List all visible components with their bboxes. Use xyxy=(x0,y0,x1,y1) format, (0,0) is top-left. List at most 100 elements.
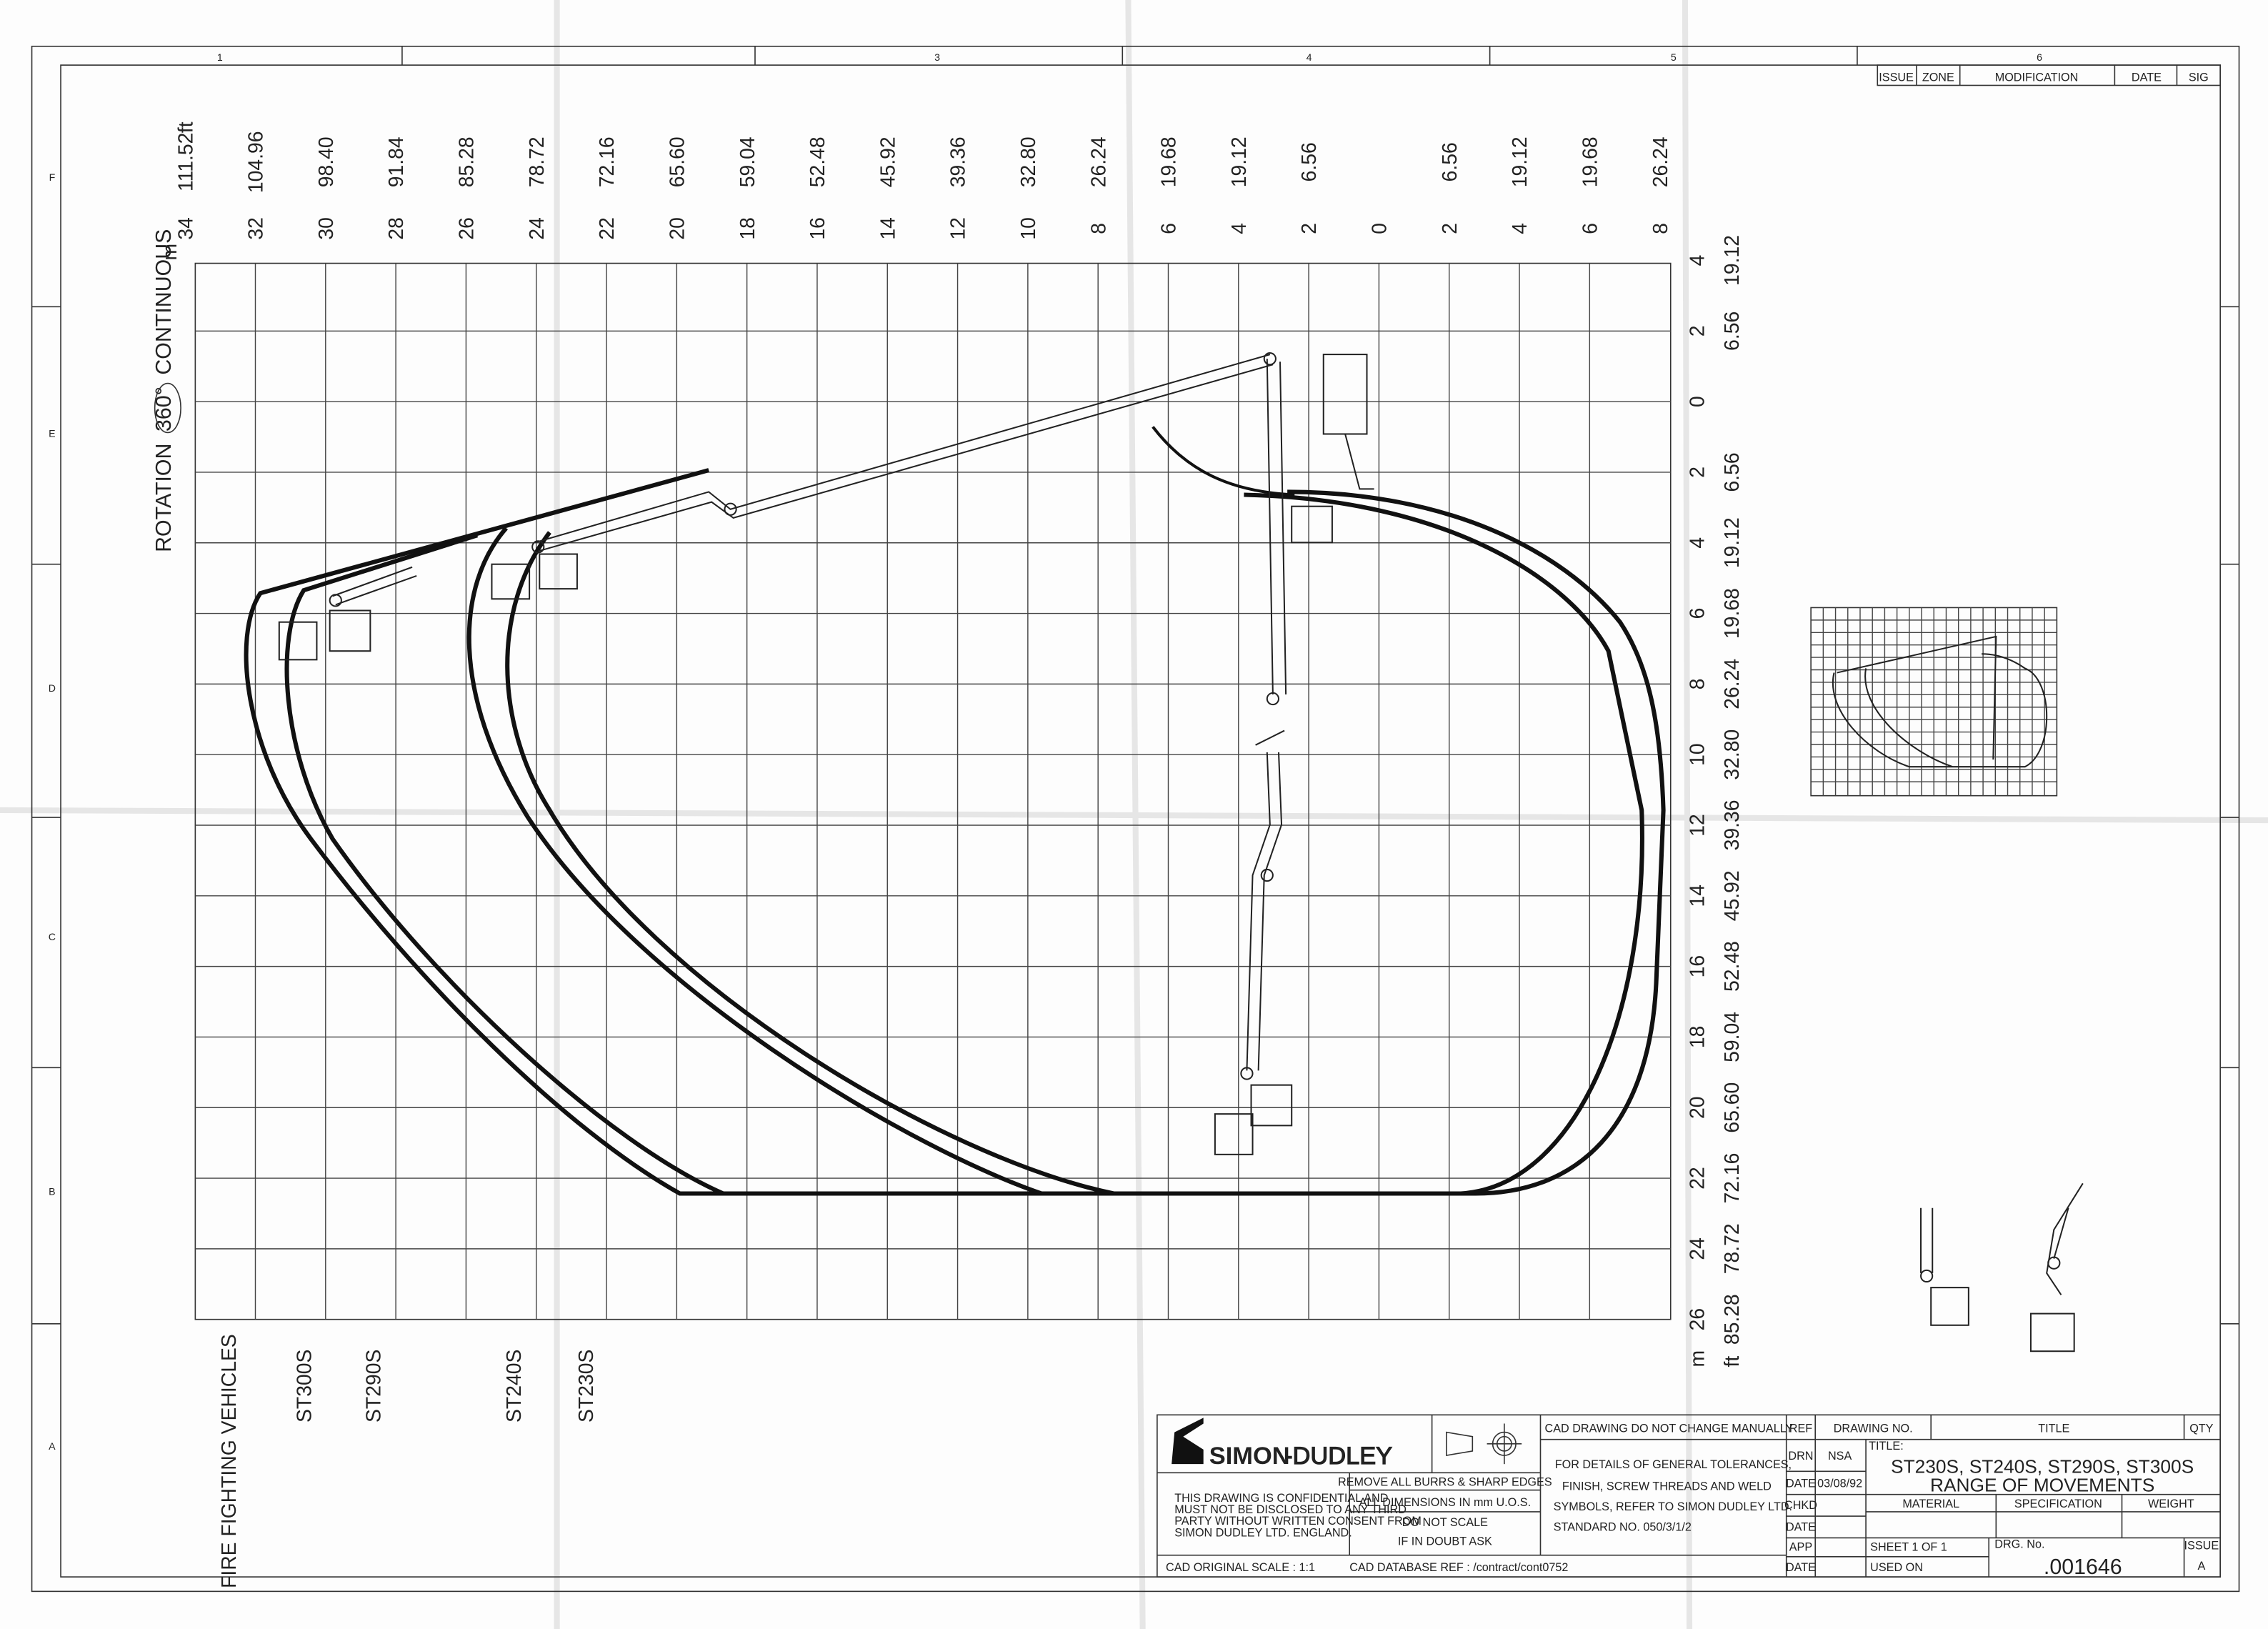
envelope-st300s xyxy=(244,468,1666,1196)
issue-value: A xyxy=(2197,1560,2205,1573)
top-axis-ft-tick: 19.12 xyxy=(1509,136,1532,187)
top-axis-ft-tick: 19.12 xyxy=(1228,136,1251,187)
drawing-number: .001646 xyxy=(2044,1555,2122,1579)
revision-header-modification: MODIFICATION xyxy=(1995,71,2079,84)
top-axis-m-tick: 16 xyxy=(806,217,829,240)
specification-label: SPECIFICATION xyxy=(2014,1498,2102,1510)
drawing-subtitle: RANGE OF MOVEMENTS xyxy=(1930,1475,2154,1496)
right-axis-ft-tick: 19.12 xyxy=(1721,517,1744,568)
platform-basket xyxy=(1291,505,1333,544)
doubt-note: IF IN DOUBT ASK xyxy=(1398,1535,1492,1548)
date-label: DATE xyxy=(1786,1520,1816,1533)
confidential-note: PARTY WITHOUT WRITTEN CONSENT FROM xyxy=(1174,1515,1422,1528)
issue-label: ISSUE xyxy=(2184,1540,2219,1553)
right-axis-m-tick: 22 xyxy=(1686,1167,1709,1190)
top-axis-m-tick: 8 xyxy=(1087,223,1110,234)
title-block: SIMON -DUDLEY THIS DRAWING IS CONFIDENTI… xyxy=(1157,1414,2221,1579)
svg-text:SIMON: SIMON xyxy=(1209,1443,1290,1470)
details-note: FOR DETAILS OF GENERAL TOLERANCES, xyxy=(1555,1458,1792,1471)
remove-burrs-note: REMOVE ALL BURRS & SHARP EDGES xyxy=(1338,1476,1552,1489)
company-logo: SIMON -DUDLEY xyxy=(1172,1418,1393,1470)
top-axis-ft-tick: 26.24 xyxy=(1649,136,1672,187)
platform-basket xyxy=(539,553,578,590)
column-label: 6 xyxy=(2037,52,2042,64)
right-axis-m-tick: 24 xyxy=(1686,1237,1709,1260)
reach-envelopes xyxy=(244,426,1666,1196)
right-axis-m-tick: 12 xyxy=(1686,814,1709,837)
sheet-number: SHEET 1 OF 1 xyxy=(1870,1541,1947,1554)
top-axis-ft-tick: 104.96 xyxy=(245,131,268,193)
top-axis-m-tick: 10 xyxy=(1017,217,1040,240)
top-axis-m-tick: 34 xyxy=(174,217,197,240)
top-axis-m-tick: 4 xyxy=(1509,223,1532,234)
app-label: APP xyxy=(1789,1541,1812,1554)
ref-label: REF xyxy=(1789,1423,1812,1435)
right-axis-ft-tick: 32.80 xyxy=(1721,729,1744,780)
vehicle-labels: FIRE FIGHTING VEHICLES ST300S ST290S ST2… xyxy=(218,1334,598,1588)
envelope-st230s xyxy=(505,531,1114,1196)
column-label: 5 xyxy=(1671,52,1677,64)
row-label: F xyxy=(49,172,56,184)
details-note: STANDARD NO. 050/3/1/2 xyxy=(1554,1520,1692,1533)
platform-basket xyxy=(329,609,371,652)
top-axis-m-tick: 2 xyxy=(1439,223,1462,234)
right-axis-ft-tick: 19.12 xyxy=(1721,235,1744,286)
right-axis-m-tick: 26 xyxy=(1686,1308,1709,1331)
top-axis-m-tick: 12 xyxy=(947,217,970,240)
boom-positions xyxy=(278,352,1374,1155)
model-label-st300s: ST300S xyxy=(293,1350,316,1423)
right-axis-m-tick: 18 xyxy=(1686,1026,1709,1049)
top-axis-ft-tick: 45.92 xyxy=(876,136,899,187)
top-axis-ft-tick: 52.48 xyxy=(806,136,829,187)
right-axis-ft-tick: 6.56 xyxy=(1721,452,1744,492)
platform-basket xyxy=(278,621,318,661)
revision-header-sig: SIG xyxy=(2189,71,2209,84)
right-axis-ft-tick: 85.28 xyxy=(1721,1294,1744,1345)
top-axis-ft-tick: 26.24 xyxy=(1087,136,1110,187)
projection-symbol xyxy=(1446,1423,1522,1465)
top-axis-m-tick: 22 xyxy=(596,217,619,240)
revision-table: ISSUE ZONE MODIFICATION DATE SIG xyxy=(1877,64,2221,86)
top-axis-ft-tick: 65.60 xyxy=(666,136,689,187)
right-axis-ft-tick: 72.16 xyxy=(1721,1153,1744,1204)
revision-header-zone: ZONE xyxy=(1922,71,1954,84)
rotation-label: ROTATION 360° CONTINUOUS xyxy=(152,229,176,552)
confidential-note: SIMON DUDLEY LTD. ENGLAND. xyxy=(1174,1526,1352,1539)
drn-value: NSA xyxy=(1828,1450,1852,1463)
right-axis-ft-tick: 59.04 xyxy=(1721,1012,1744,1062)
boom-swing-arc xyxy=(1152,426,1295,497)
column-label: 3 xyxy=(934,52,940,64)
right-axis-ft-tick: 52.48 xyxy=(1721,941,1744,992)
right-axis-m-tick: 0 xyxy=(1686,396,1709,407)
top-axis-m-tick: 6 xyxy=(1579,223,1602,234)
inset-thumbnail xyxy=(1810,607,2058,797)
row-label: B xyxy=(49,1187,55,1198)
chkd-label: CHKD xyxy=(1784,1499,1817,1512)
column-label: 1 xyxy=(217,52,223,64)
row-label: E xyxy=(49,429,55,440)
top-axis-m-tick: 8 xyxy=(1649,223,1672,234)
top-axis-m-tick: 2 xyxy=(1298,223,1321,234)
model-label-st290s: ST290S xyxy=(363,1350,386,1423)
range-grid xyxy=(194,262,1672,1320)
dimensions-note: ALL DIMENSIONS IN mm U.O.S. xyxy=(1359,1496,1531,1509)
revision-header-date: DATE xyxy=(2132,71,2162,84)
top-axis-ft-tick: 111.52 xyxy=(174,133,197,191)
envelope-st240s xyxy=(466,527,1042,1196)
top-axis-m-tick: 6 xyxy=(1158,223,1181,234)
revision-header-issue: ISSUE xyxy=(1879,71,1914,84)
column-label: 4 xyxy=(1307,52,1312,64)
right-axis-m-tick: 8 xyxy=(1686,678,1709,689)
top-axis-m-tick: 26 xyxy=(456,217,479,240)
do-not-scale-note: DO NOT SCALE xyxy=(1402,1516,1488,1529)
vehicle-group-label: FIRE FIGHTING VEHICLES xyxy=(218,1334,241,1588)
right-axis-ft-tick: 78.72 xyxy=(1721,1223,1744,1274)
top-axis-m-tick: 4 xyxy=(1228,223,1251,234)
date-label: DATE xyxy=(1786,1478,1816,1490)
row-label: D xyxy=(49,683,56,694)
top-axis-ft-tick: 78.72 xyxy=(526,136,549,187)
right-axis-m-tick: 16 xyxy=(1686,955,1709,978)
details-note: FINISH, SCREW THREADS AND WELD xyxy=(1562,1480,1772,1493)
